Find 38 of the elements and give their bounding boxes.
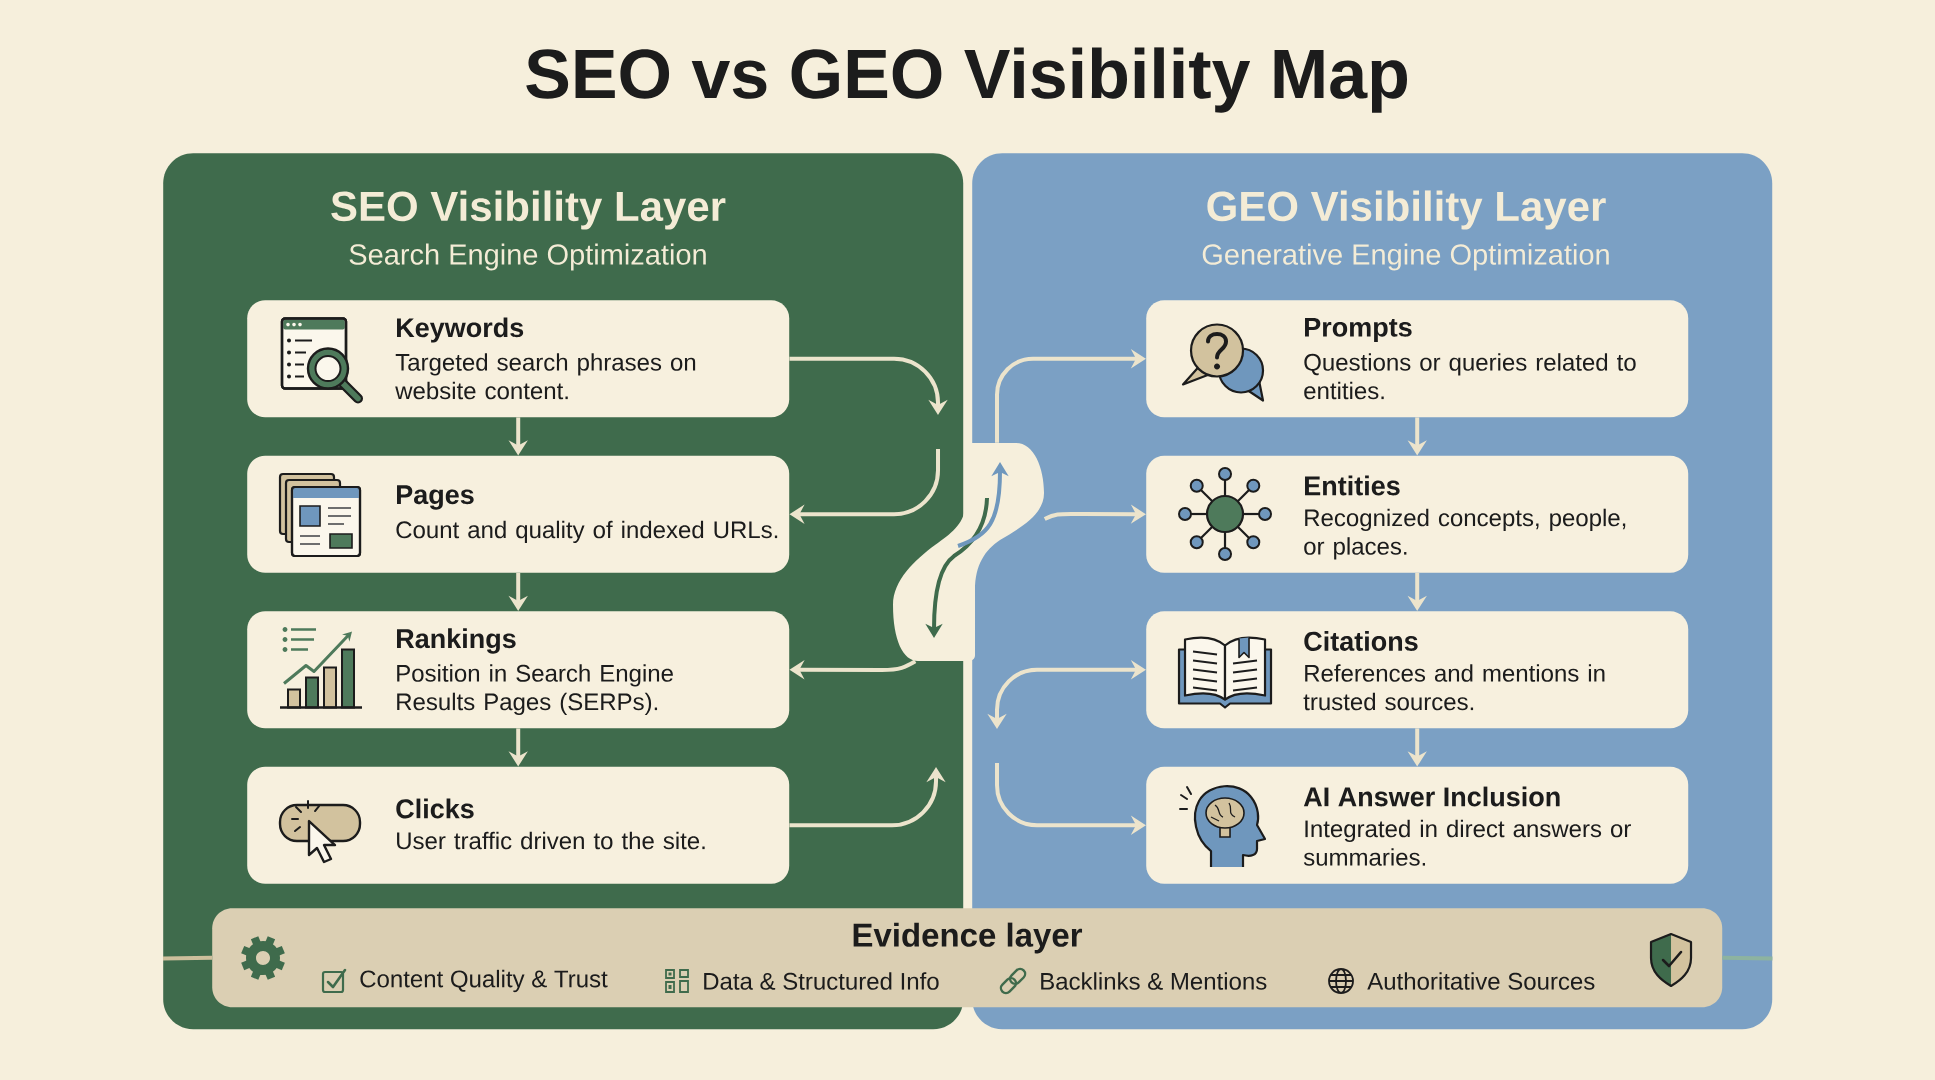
evidence-bar — [212, 908, 1723, 1008]
evidence-item: Authoritative Sources — [1367, 972, 1595, 990]
card — [247, 300, 790, 418]
card-title: Rankings — [397, 628, 516, 654]
card — [1146, 611, 1689, 729]
card-title: Citations — [1304, 631, 1418, 651]
evidence-item: Data & Structured Info — [704, 972, 939, 990]
card — [247, 611, 790, 729]
card — [1146, 766, 1689, 884]
card-text: Integrated in direct answers or summaries. — [1303, 819, 1631, 866]
card-text: References and mentions in trusted sources. — [1303, 664, 1605, 711]
panel-subtitle: Generative Engine Optimization — [1202, 243, 1609, 271]
card-title: Keywords — [397, 317, 524, 343]
card-text: User traffic driven to the site. — [397, 831, 705, 850]
card-text: Position in Search Engine Results Pages (SERPs). — [397, 664, 673, 716]
curved-band — [893, 443, 1044, 661]
card — [1146, 455, 1689, 573]
panel-heading: GEO Visibility Layer — [1207, 190, 1606, 230]
card-title: Prompts — [1305, 317, 1412, 343]
card-text: Count and quality of indexed URLs. — [396, 520, 778, 544]
card-text: Targeted search phrases on website content. — [395, 353, 696, 400]
card-text: Questions or queries related to entities. — [1304, 353, 1636, 400]
card — [247, 455, 790, 573]
connector-line — [163, 955, 213, 961]
card — [247, 766, 790, 884]
card — [1146, 300, 1689, 418]
card-title: Pages — [397, 485, 474, 510]
title: SEO vs GEO Visibility Map — [526, 47, 1407, 113]
card-title: AI Answer Inclusion — [1303, 786, 1560, 807]
panel-heading: SEO Visibility Layer — [331, 190, 726, 230]
connector-line — [1722, 955, 1773, 961]
card-title: Entities — [1305, 475, 1400, 496]
card-title: Clicks — [396, 798, 474, 819]
panel-subtitle: Search Engine Optimization — [349, 243, 706, 271]
bar-heading: Evidence layer — [853, 922, 1083, 954]
evidence-item: Backlinks & Mentions — [1041, 972, 1267, 990]
card-text: Recognized concepts, people, or places. — [1304, 508, 1626, 560]
evidence-item: Content Quality & Trust — [360, 969, 608, 993]
